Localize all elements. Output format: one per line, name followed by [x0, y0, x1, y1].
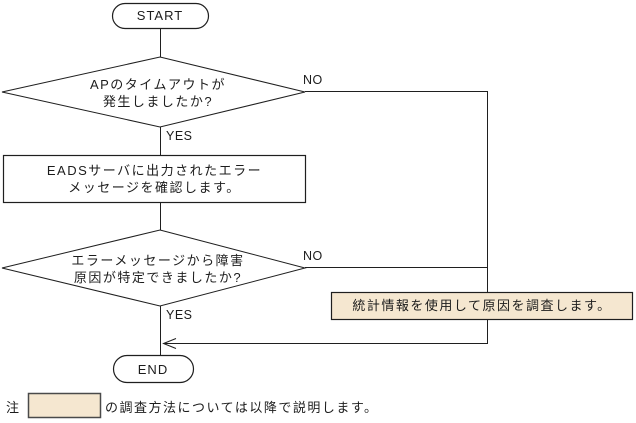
connector-no-path — [164, 91, 488, 344]
decision1-diamond-shape — [1, 56, 306, 128]
decision1-line1: APのタイムアウトが — [89, 77, 227, 92]
start-label: START — [136, 8, 184, 23]
note-text: の調査方法については以降で説明します。 — [105, 400, 379, 415]
process1-line2: メッセージを確認します。 — [68, 180, 241, 195]
end-label: END — [137, 362, 169, 377]
end-terminator-shape — [112, 354, 195, 384]
decision2-diamond-shape — [1, 229, 307, 307]
note-legend-swatch — [27, 392, 102, 419]
decision2-no-label: NO — [303, 249, 323, 263]
decision2-line1: エラーメッセージから障害 — [71, 253, 245, 268]
process1-text: EADSサーバに出力されたエラー メッセージを確認します。 — [4, 162, 305, 196]
decision2-line2: 原因が特定できましたか? — [73, 270, 243, 285]
highlight-box-shape — [330, 291, 634, 321]
arrowhead-left-icon — [162, 338, 177, 349]
start-terminator-shape — [111, 2, 210, 30]
highlight-box-label: 統計情報を使用して原因を調査します。 — [352, 298, 612, 313]
decision1-no-label: NO — [303, 73, 323, 87]
decision1-line2: 発生しましたか? — [102, 94, 214, 109]
process1-line1: EADSサーバに出力されたエラー — [46, 163, 263, 178]
decision2-yes-label: YES — [166, 308, 193, 322]
decision1-text: APのタイムアウトが 発生しましたか? — [38, 76, 278, 110]
decision2-text: エラーメッセージから障害 原因が特定できましたか? — [38, 252, 278, 286]
decision1-yes-label: YES — [166, 129, 193, 143]
process1-rect-shape — [2, 154, 307, 204]
note-prefix: 注 — [6, 400, 21, 415]
